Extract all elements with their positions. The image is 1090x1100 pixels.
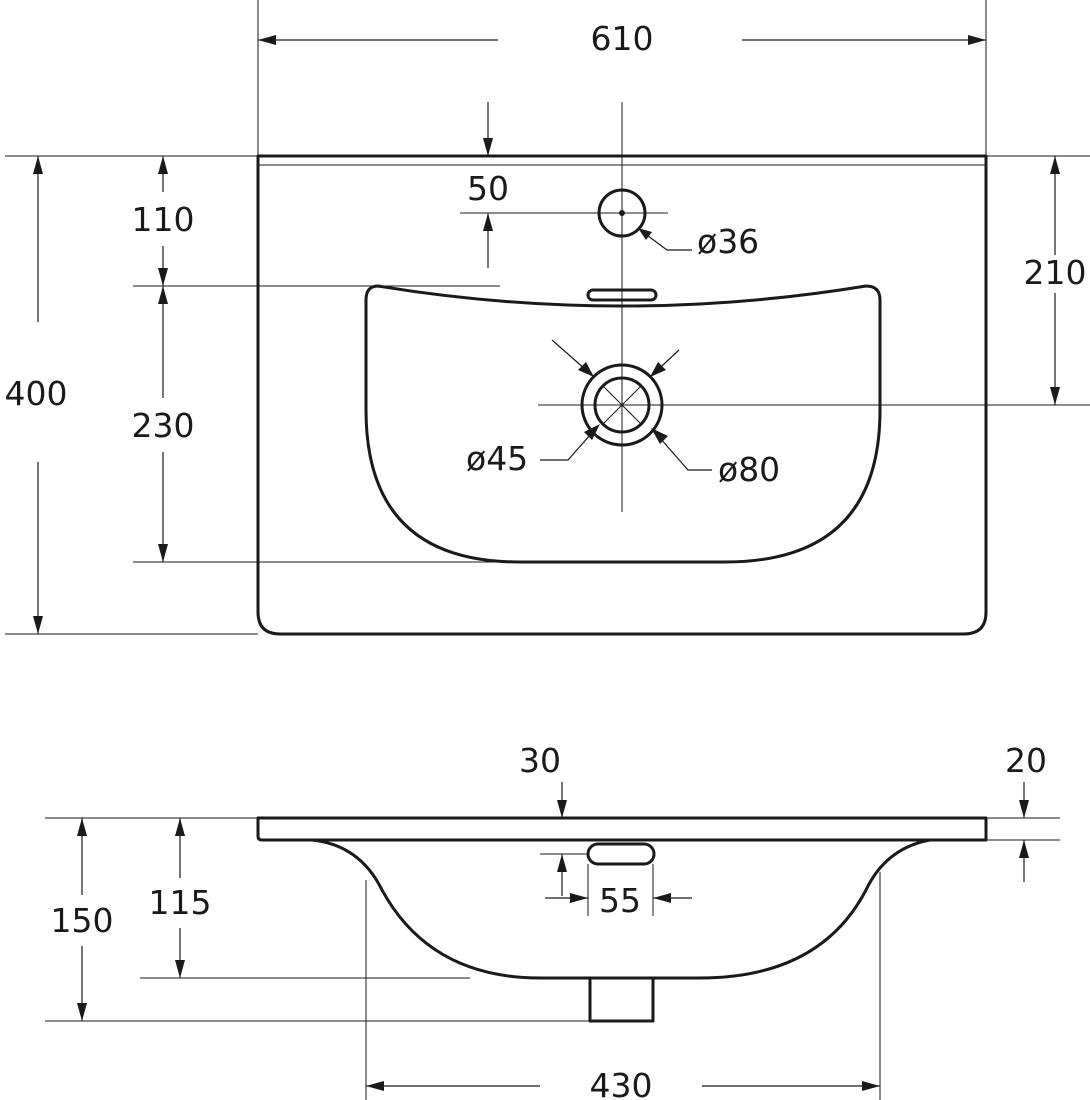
arrow-150-top bbox=[77, 818, 87, 836]
arrow-50-bottom bbox=[483, 213, 493, 231]
arrow-drain-diameter bbox=[584, 424, 600, 440]
dim-bowl-width-label: 430 bbox=[590, 1066, 653, 1100]
dim-flange-diameter-label: ø80 bbox=[718, 450, 780, 489]
arrow-230-top bbox=[158, 286, 168, 304]
arrow-flange-diameter bbox=[651, 428, 668, 444]
arrow-80-ul bbox=[578, 362, 594, 377]
arrow-115-top bbox=[175, 818, 185, 836]
arrow-20-top bbox=[1019, 800, 1029, 818]
arrow-110-bottom bbox=[158, 268, 168, 286]
dim-depth-label: 400 bbox=[5, 374, 68, 413]
dim-back-to-drain-label: 210 bbox=[1024, 253, 1087, 292]
dim-hole-offset-label: 50 bbox=[467, 169, 509, 208]
arrow-depth-top bbox=[33, 156, 43, 174]
arrow-55-left bbox=[570, 893, 588, 903]
arrow-width-right bbox=[968, 35, 986, 45]
arrow-115-bottom bbox=[175, 960, 185, 978]
side-bowl-profile bbox=[311, 838, 931, 980]
bowl-outline bbox=[364, 284, 882, 564]
arrow-30 bbox=[557, 800, 567, 818]
arrow-20-bottom bbox=[1019, 840, 1029, 858]
dim-drain-diameter-label: ø45 bbox=[466, 439, 528, 478]
arrow-210-top bbox=[1050, 156, 1060, 174]
arrow-110-top bbox=[158, 156, 168, 174]
arrow-55-right bbox=[653, 893, 671, 903]
arrow-430-left bbox=[366, 1081, 384, 1091]
side-rim bbox=[256, 816, 988, 842]
dim-rim-thickness-label: 20 bbox=[1005, 741, 1047, 780]
side-view: 30 20 150 115 55 430 bbox=[45, 741, 1060, 1100]
dim-hole-diameter-label: ø36 bbox=[697, 222, 759, 261]
leader-hole-diameter bbox=[639, 229, 692, 251]
leader-drain-diameter bbox=[540, 425, 599, 461]
arrow-hole-diameter bbox=[638, 228, 652, 240]
top-view: 610 400 110 230 50 ø36 210 bbox=[5, 0, 1090, 636]
dim-back-to-hole-label: 110 bbox=[132, 200, 195, 239]
dim-width-label: 610 bbox=[591, 19, 654, 58]
side-drain-pipe bbox=[588, 978, 655, 1023]
dim-bowl-height-label: 115 bbox=[149, 883, 212, 922]
basin-outline bbox=[256, 154, 988, 636]
arrow-150-bottom bbox=[77, 1003, 87, 1021]
side-overflow-slot bbox=[586, 842, 656, 866]
arrow-80-ur bbox=[650, 362, 666, 377]
arrow-230-bottom bbox=[158, 544, 168, 562]
arrow-55-vert bbox=[557, 854, 567, 872]
arrow-depth-bottom bbox=[33, 616, 43, 634]
dim-overflow-width-label: 55 bbox=[599, 881, 641, 920]
arrow-210-bottom bbox=[1050, 387, 1060, 405]
arrow-430-right bbox=[862, 1081, 880, 1091]
leader-flange-diameter bbox=[652, 429, 712, 471]
dim-total-height-label: 150 bbox=[51, 901, 114, 940]
dim-rim-to-overflow-label: 30 bbox=[519, 741, 561, 780]
dim-bowl-depth-label: 230 bbox=[132, 406, 195, 445]
arrow-50-top bbox=[483, 138, 493, 156]
arrow-width-left bbox=[258, 35, 276, 45]
